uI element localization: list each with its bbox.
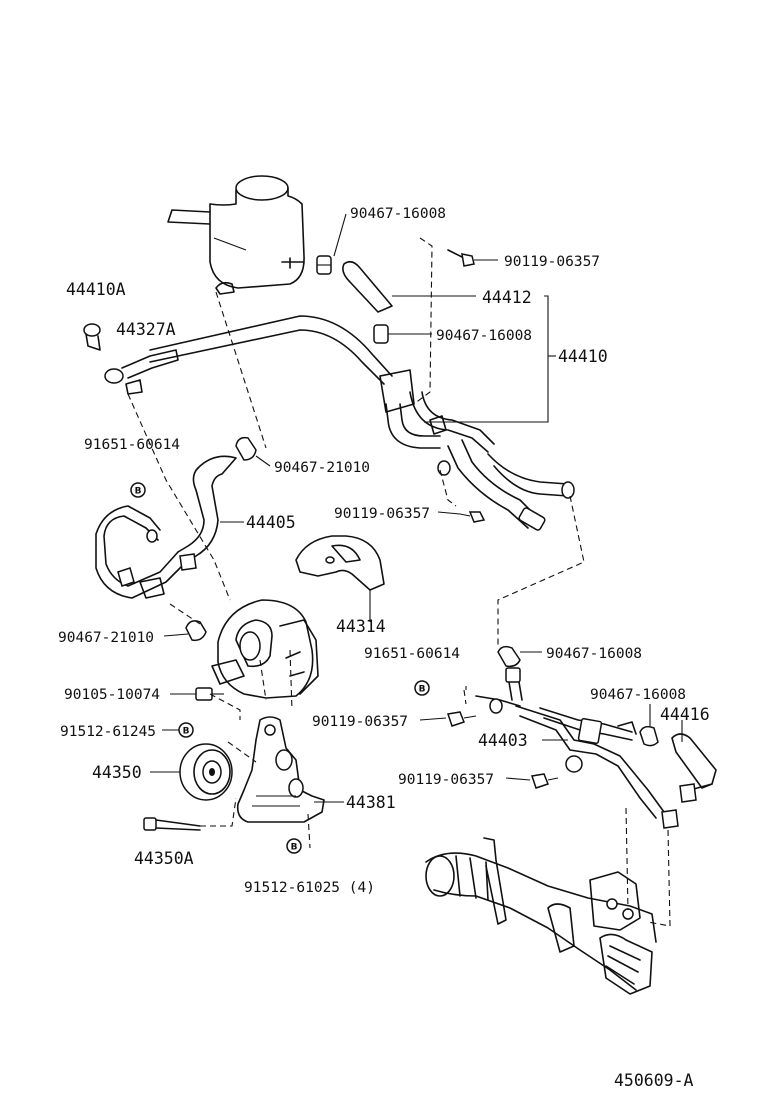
label-44350: 44350 <box>92 763 142 782</box>
label-44403: 44403 <box>478 731 528 750</box>
badge-b-bottom: B <box>286 838 302 854</box>
svg-text:B: B <box>135 487 142 497</box>
label-90119-06357-bot: 90119-06357 <box>398 772 494 788</box>
svg-text:B: B <box>183 727 190 737</box>
label-44327A: 44327A <box>116 320 176 339</box>
pressure-tube-44403 <box>475 667 679 829</box>
reservoir-tank <box>167 175 305 295</box>
label-90119-06357-top: 90119-06357 <box>504 254 600 270</box>
label-90467-16008-low: 90467-16008 <box>590 687 686 703</box>
badge-b-61245: B <box>178 722 194 738</box>
label-44416: 44416 <box>660 705 710 724</box>
label-90119-06357-mid: 90119-06357 <box>334 506 430 522</box>
label-91512-61245: 91512-61245 <box>60 724 156 740</box>
clamp-90467-21010-top <box>235 436 257 461</box>
badge-b-right: B <box>414 680 430 696</box>
clamp-90467-16008-low <box>639 725 659 747</box>
pressure-tube-44410 <box>104 315 575 531</box>
clamp-90467-16008-mid <box>373 324 389 344</box>
bolt-90119-06357-bot <box>531 773 559 789</box>
label-44381: 44381 <box>346 793 396 812</box>
clamp-90467-21010-left <box>185 620 207 642</box>
label-44314: 44314 <box>336 617 386 636</box>
hose-44412 <box>342 260 393 313</box>
label-44412: 44412 <box>482 288 532 307</box>
label-44350A: 44350A <box>134 849 194 868</box>
label-44405: 44405 <box>246 513 296 532</box>
clamp-90467-16008-right <box>497 645 521 668</box>
pulley-44350 <box>179 743 233 801</box>
label-90105-10074: 90105-10074 <box>64 687 160 703</box>
bolt-90119-06357-low <box>447 711 477 727</box>
bolt-90119-06357-mid <box>459 511 486 523</box>
bolt-44350A <box>143 817 201 831</box>
hose-44416 <box>671 733 717 803</box>
svg-text:B: B <box>291 843 298 853</box>
label-90467-16008-top: 90467-16008 <box>350 206 446 222</box>
union-bolt-44410A <box>83 323 101 351</box>
steering-gear-housing <box>425 837 657 995</box>
label-44410: 44410 <box>558 347 608 366</box>
label-90119-06357-low: 90119-06357 <box>312 714 408 730</box>
label-90467-21010-left: 90467-21010 <box>58 630 154 646</box>
bolt-90119-06357-top <box>447 249 475 267</box>
return-hose-44405 <box>95 455 237 599</box>
label-90467-16008-right: 90467-16008 <box>546 646 642 662</box>
label-90467-21010-top: 90467-21010 <box>274 460 370 476</box>
label-90467-16008-mid: 90467-16008 <box>436 328 532 344</box>
label-91651-60614-left: 91651-60614 <box>84 437 180 453</box>
pump-cover-44314 <box>295 535 385 591</box>
diagram-reference-number: 450609-A <box>614 1071 694 1090</box>
clamp-90467-16008-top <box>316 255 332 275</box>
badge-b-left: B <box>130 482 146 498</box>
label-91512-61025: 91512-61025 (4) <box>244 880 375 896</box>
vane-pump <box>211 599 319 699</box>
label-91651-60614-right: 91651-60614 <box>364 646 460 662</box>
leader-lines <box>150 213 683 803</box>
pump-bracket-44381 <box>236 716 325 823</box>
dashed-reference-lines <box>127 237 671 927</box>
label-44410A: 44410A <box>66 280 126 299</box>
svg-text:B: B <box>419 685 426 695</box>
